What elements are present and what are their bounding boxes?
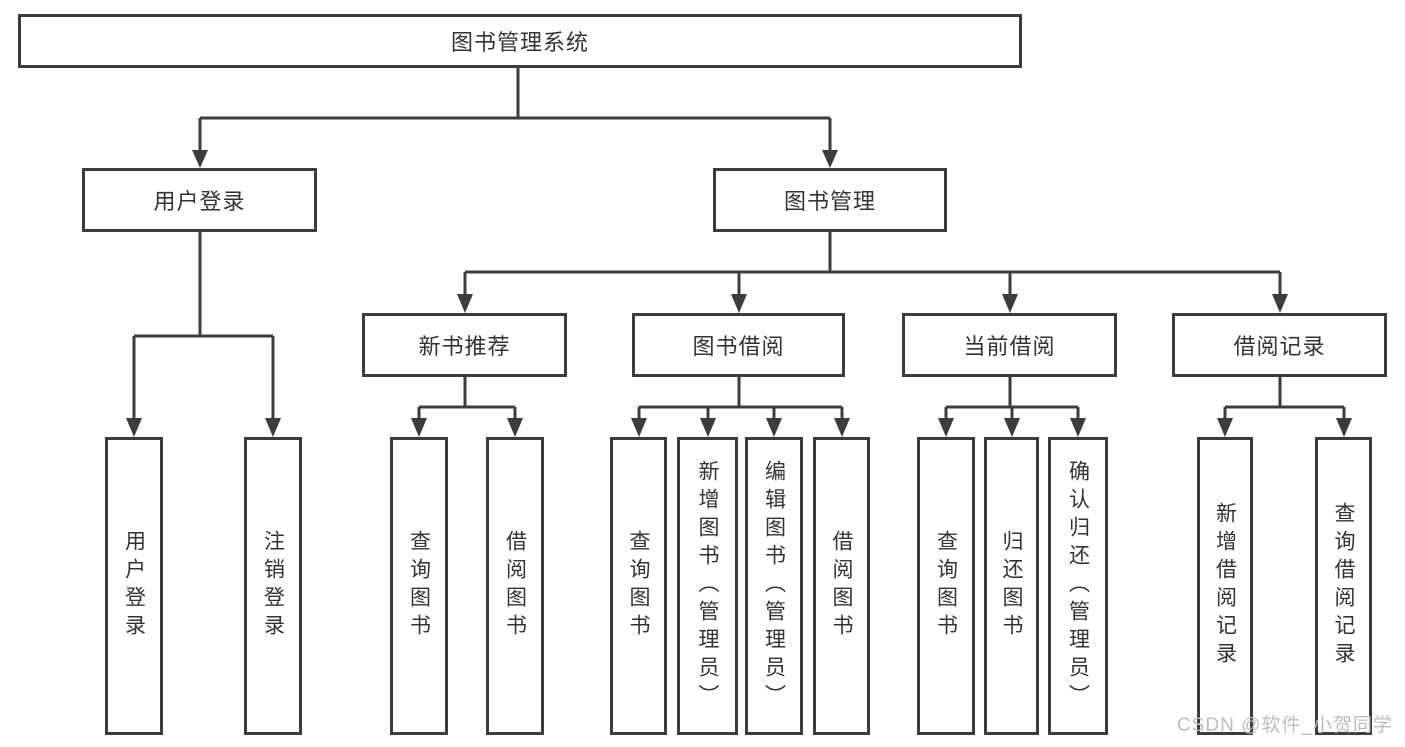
node-borrowing-records: 借阅记录 [1172,313,1387,377]
node-user-login: 用户登录 [82,168,317,232]
leaf-cb-query-books: 查询图书 [917,437,975,735]
leaf-nbr-borrow-books: 借阅图书 [486,437,544,735]
leaf-bb-edit-books-admin: 编辑图书（管理员） [745,437,803,735]
leaf-br-add-borrow-record: 新增借阅记录 [1197,437,1253,735]
leaf-logout-login: 注销登录 [244,437,302,735]
leaf-nbr-query-books: 查询图书 [390,437,448,735]
leaf-cb-return-books: 归还图书 [984,437,1039,735]
leaf-user-login: 用户登录 [105,437,163,735]
leaf-br-query-borrow-record: 查询借阅记录 [1315,437,1372,735]
leaf-cb-confirm-return-admin: 确认归还（管理员） [1048,437,1108,735]
node-new-book-recommendation: 新书推荐 [362,313,567,377]
node-current-borrowing: 当前借阅 [902,313,1117,377]
node-root-system: 图书管理系统 [18,14,1022,68]
leaf-bb-borrow-books: 借阅图书 [813,437,870,735]
node-book-management: 图书管理 [713,168,947,232]
node-book-borrowing: 图书借阅 [632,313,845,377]
leaf-bb-query-books: 查询图书 [610,437,667,735]
csdn-watermark: CSDN @软件_小贺同学 [1177,715,1393,736]
leaf-bb-add-books-admin: 新增图书（管理员） [677,437,738,735]
